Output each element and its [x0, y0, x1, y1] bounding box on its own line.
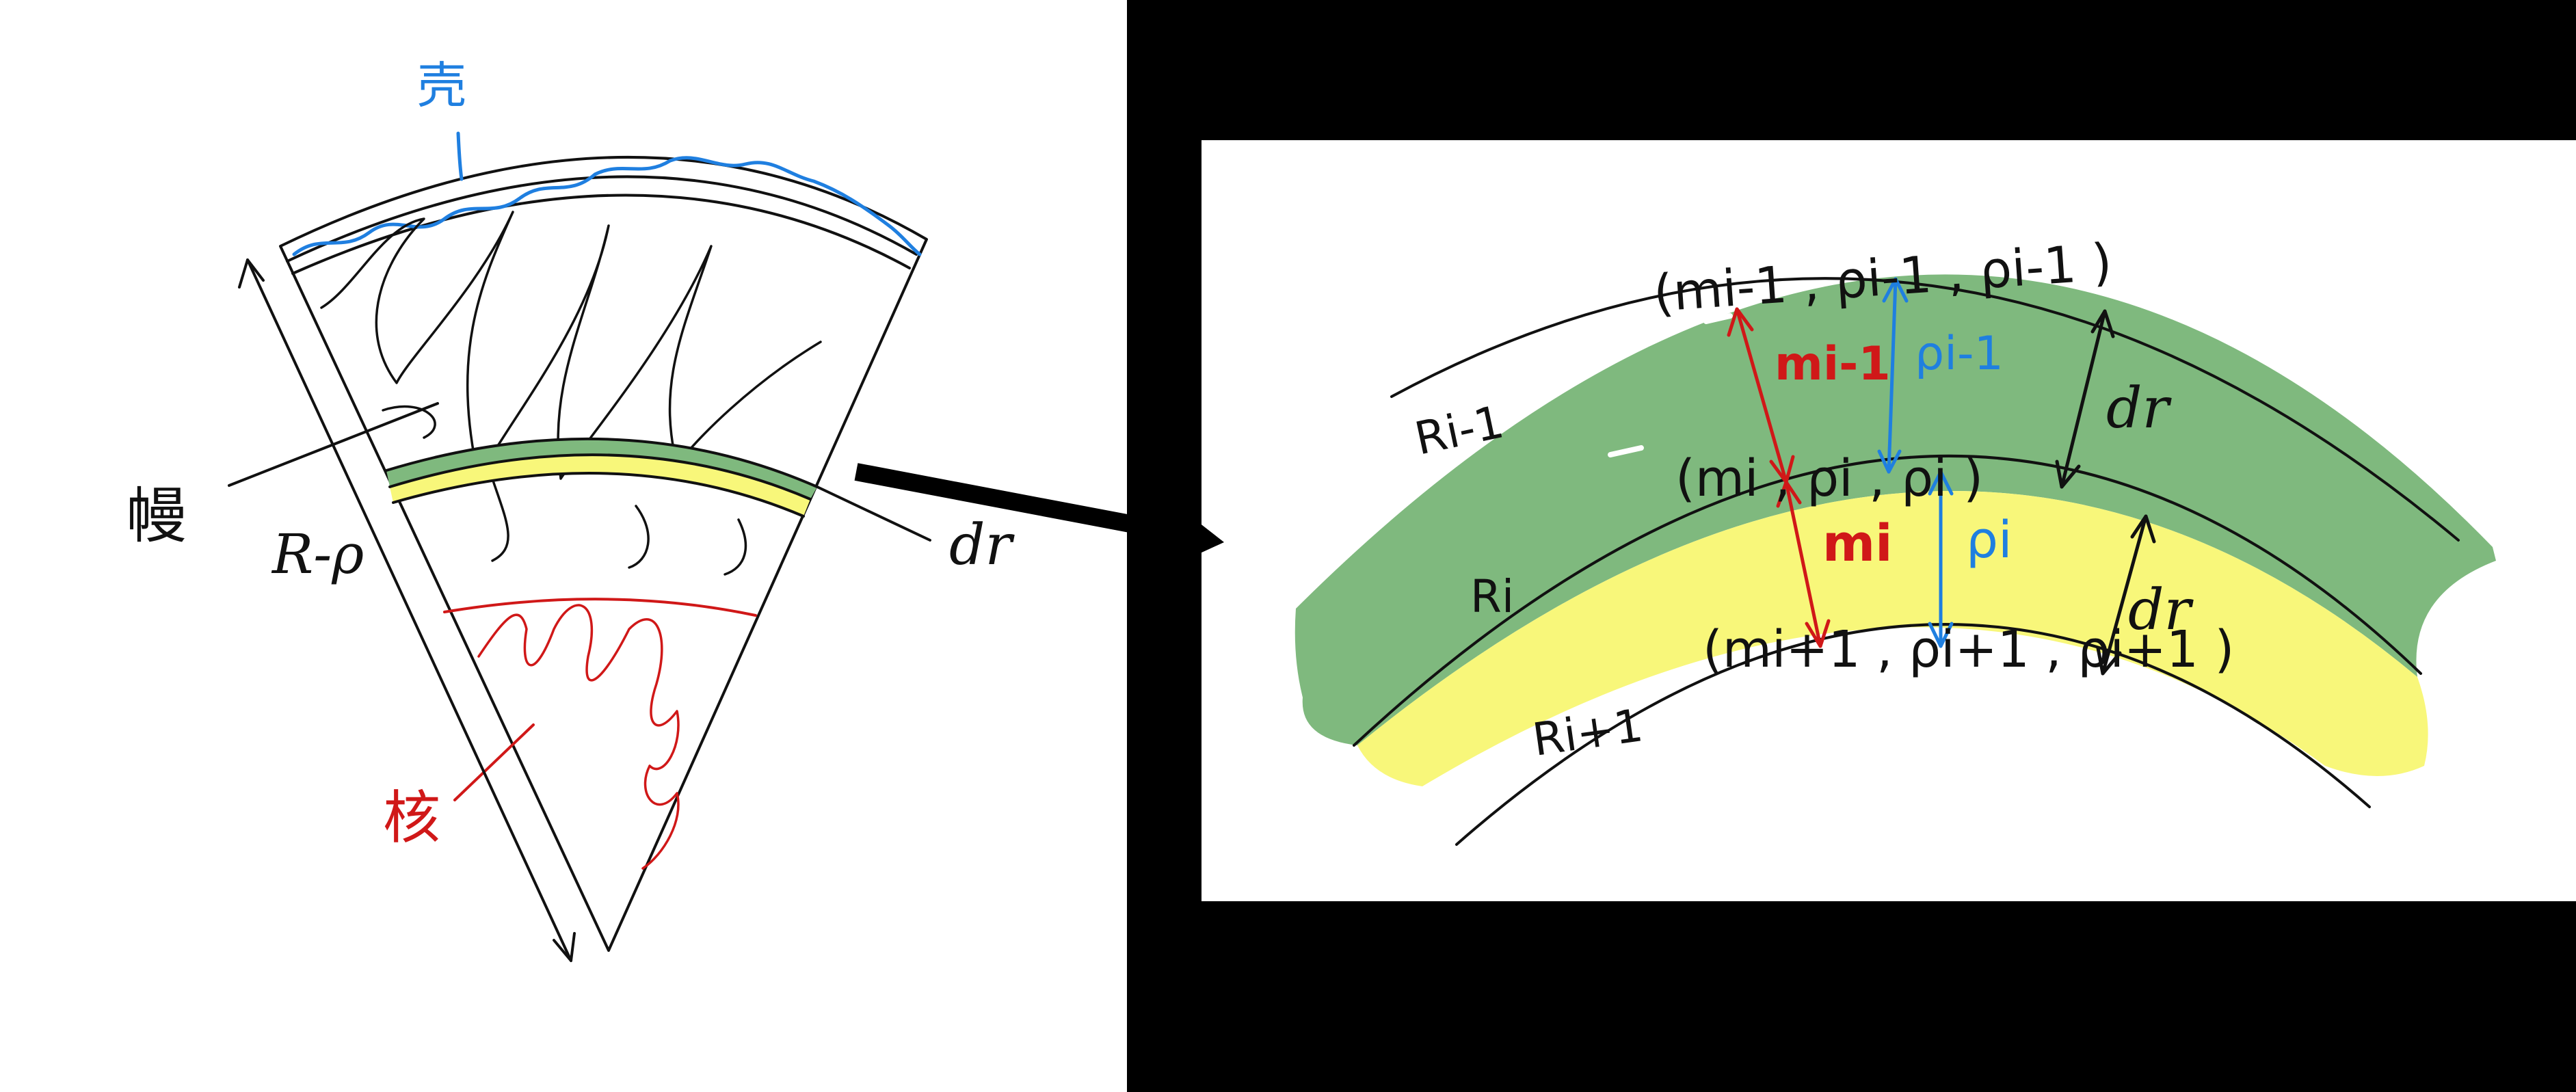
crust-arc-outer — [286, 175, 918, 263]
pointer-arrow-head — [1186, 513, 1224, 557]
black-frame — [1127, 0, 2576, 1092]
left-green-layer — [386, 438, 817, 499]
middle-tuple-label: (mi , ρi , ρi ) — [1675, 449, 1983, 508]
pointer-arrow — [854, 463, 1224, 557]
boundary-arc-middle — [1353, 454, 2422, 747]
radius-middle-label: Ri — [1470, 570, 1514, 623]
inner-dr-arrow — [2101, 514, 2148, 676]
radius-arrow-line — [246, 258, 572, 962]
dr-leader-line — [816, 485, 931, 542]
mantle-squiggle-1 — [320, 211, 822, 480]
outer-density-label: ρi-1 — [1915, 327, 2004, 381]
radius-arrow-head-bottom — [553, 932, 576, 962]
left-layer-arc-3 — [392, 472, 805, 518]
left-layer-arc-1 — [385, 437, 819, 488]
outer-density-arrow-head-bottom — [1877, 449, 1902, 474]
shell-label: 壳 — [417, 57, 466, 114]
outer-mass-arrow — [1735, 307, 1788, 484]
core-boundary-arc — [443, 598, 757, 617]
left-layer-arc-2 — [388, 453, 812, 501]
inner-dr-arrow-head-top — [2130, 514, 2156, 544]
mantle-squiggle-2 — [382, 405, 747, 576]
outer-density-arrow — [1887, 277, 1898, 474]
inner-mass-arrow — [1784, 480, 1822, 648]
outer-density-arrow-head-top — [1882, 277, 1909, 303]
left-figure — [228, 131, 931, 962]
brush-gap-1 — [1608, 445, 1644, 457]
core-label: 核 — [383, 784, 440, 851]
inner-density-arrow-head-top — [1928, 470, 1954, 496]
pointer-arrow-shaft — [854, 463, 1165, 539]
outer-dr-arrow-head-top — [2090, 309, 2115, 338]
inner-mass-arrow-head-bottom — [1805, 619, 1831, 648]
boundary-arc-outer — [1390, 277, 2460, 542]
outer-thickness-label: dr — [2106, 376, 2172, 441]
inner-density-arrow-head-bottom — [1928, 622, 1954, 648]
inner-mass-label: mi — [1822, 514, 1892, 573]
brush-gap-2 — [1703, 313, 1733, 324]
boundary-arc-inner — [1455, 623, 2371, 846]
inner-density-label: ρi — [1966, 511, 2013, 570]
outer-mass-label: mi-1 — [1775, 337, 1891, 391]
core-squiggle — [477, 604, 680, 870]
mantle-label: 幔 — [127, 481, 187, 551]
right-figure — [1294, 274, 2496, 846]
outer-mass-arrow-head-top — [1727, 307, 1754, 337]
layer-label: dr — [949, 513, 1015, 578]
inner-mass-arrow-head-top — [1776, 480, 1802, 508]
outer-dr-arrow — [2060, 309, 2107, 489]
radius-arrow-head-top — [238, 258, 265, 289]
core-leader-line — [453, 723, 535, 801]
bottom-tuple-label: (mi+1 , ρi+1 , ρi+1 ) — [1703, 620, 2234, 679]
left-yellow-layer — [390, 455, 810, 516]
inner-thickness-label: dr — [2128, 578, 2194, 643]
right-yellow-layer — [1357, 491, 2428, 786]
right-green-layer — [1294, 274, 2496, 745]
radius-label: R-ρ — [271, 522, 364, 586]
shell-squiggle — [292, 156, 922, 256]
shell-leader-line — [456, 131, 464, 181]
outer-dr-arrow-head-bottom — [2055, 460, 2081, 489]
inner-dr-arrow-head-bottom — [2096, 646, 2122, 676]
